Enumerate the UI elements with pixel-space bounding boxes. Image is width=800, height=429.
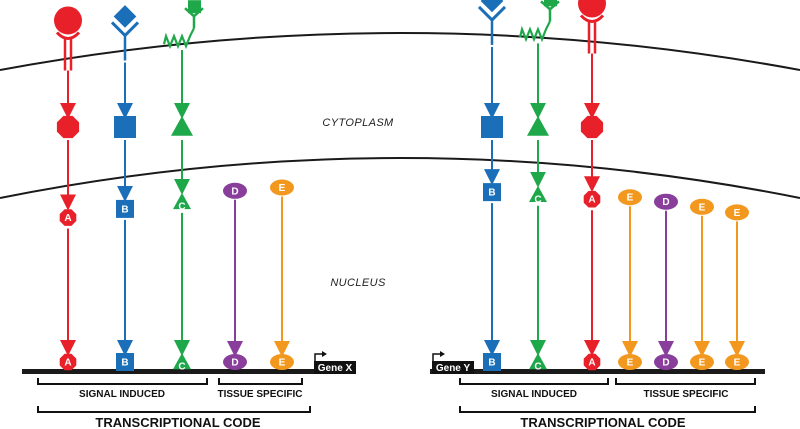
cytoplasm-factor-B-panel-1 xyxy=(114,116,136,138)
dna-bound-tissue-factor-E-4-panel-2: E xyxy=(725,354,749,370)
dna-strand-right xyxy=(430,369,765,374)
factor-E-letter: E xyxy=(279,358,286,369)
receptor-A-panel-1 xyxy=(54,6,82,71)
factor-A-letter: A xyxy=(588,195,595,206)
bracket-signal-induced-right xyxy=(459,378,609,385)
tissue-factor-E-2-panel-1: E xyxy=(270,179,294,196)
factor-B-letter: B xyxy=(488,358,495,369)
factor-E-letter: E xyxy=(699,202,706,213)
factor-D-letter: D xyxy=(231,358,238,369)
factor-D-letter: D xyxy=(662,358,669,369)
nucleus-label: NUCLEUS xyxy=(330,277,386,289)
nuclear-factor-C-panel-1: C xyxy=(173,192,191,212)
tissue-specific-label-right: TISSUE SPECIFIC xyxy=(643,389,728,400)
factor-E-letter: E xyxy=(627,193,634,204)
receptor-C-panel-1 xyxy=(162,0,204,50)
bracket-signal-induced-left xyxy=(37,378,208,385)
nuclear-factor-A-panel-1: A xyxy=(59,209,77,226)
gene-y-marker: Gene Y xyxy=(432,351,474,374)
receptor-B-panel-2 xyxy=(477,0,507,45)
factor-E-letter: E xyxy=(734,208,741,219)
nuclear-membrane xyxy=(0,157,800,199)
dna-bound-tissue-factor-D-1-panel-1: D xyxy=(223,354,247,370)
tissue-factor-E-1-panel-2: E xyxy=(618,189,642,206)
cytoplasm-factor-B-panel-2 xyxy=(481,116,503,138)
factor-C-letter: C xyxy=(178,201,185,212)
factor-D-letter: D xyxy=(662,197,669,208)
factor-E-letter: E xyxy=(734,358,741,369)
dna-bound-tissue-factor-E-2-panel-1: E xyxy=(270,354,294,370)
tissue-factor-D-1-panel-1: D xyxy=(223,182,247,199)
dna-bound-tissue-factor-E-1-panel-2: E xyxy=(618,354,642,370)
factor-C-letter: C xyxy=(534,194,541,205)
dna-bound-factor-B-panel-1: B xyxy=(116,353,134,371)
svg-text:Gene X: Gene X xyxy=(318,363,353,374)
factor-E-letter: E xyxy=(627,358,634,369)
factor-A-letter: A xyxy=(64,213,71,224)
bracket-transcriptional-code-left xyxy=(37,406,311,413)
nuclear-factor-B-panel-2: B xyxy=(483,183,501,202)
signaling-pathways: A A B B C C D D E E B B C C A A E E D D E E E E xyxy=(54,0,749,373)
bracket-tissue-specific-right xyxy=(615,378,756,385)
cytoplasm-factor-C-panel-2 xyxy=(527,116,549,136)
cytoplasm-factor-C-panel-1 xyxy=(171,116,193,136)
tissue-specific-label-left: TISSUE SPECIFIC xyxy=(217,389,302,400)
factor-B-letter: B xyxy=(121,204,128,215)
dna-bound-tissue-factor-E-3-panel-2: E xyxy=(690,354,714,370)
bracket-transcriptional-code-right xyxy=(459,406,756,413)
factor-C-letter: C xyxy=(534,362,541,373)
factor-D-letter: D xyxy=(231,186,238,197)
nuclear-factor-A-panel-2: A xyxy=(583,190,601,208)
cytoplasm-label: CYTOPLASM xyxy=(322,117,394,129)
svg-text:Gene Y: Gene Y xyxy=(436,363,471,374)
dna-bound-tissue-factor-D-2-panel-2: D xyxy=(654,354,678,370)
nuclear-factor-C-panel-2: C xyxy=(529,185,547,205)
gene-x-marker: Gene X xyxy=(314,351,356,374)
dna-bound-factor-C-panel-2: C xyxy=(529,353,547,373)
dna-bound-factor-C-panel-1: C xyxy=(173,353,191,373)
tissue-factor-E-3-panel-2: E xyxy=(690,198,714,215)
dna-bound-factor-A-panel-1: A xyxy=(59,353,77,371)
factor-B-letter: B xyxy=(121,358,128,369)
cytoplasm-factor-A-panel-1 xyxy=(56,115,80,139)
dna-bound-factor-A-panel-2: A xyxy=(583,353,601,371)
tissue-factor-D-2-panel-2: D xyxy=(654,193,678,210)
transcriptional-code-label-right: TRANSCRIPTIONAL CODE xyxy=(520,415,685,429)
plasma-membrane xyxy=(0,32,800,71)
factor-B-letter: B xyxy=(488,188,495,199)
signal-induced-label-right: SIGNAL INDUCED xyxy=(491,389,577,400)
transcriptional-code-label-left: TRANSCRIPTIONAL CODE xyxy=(95,415,260,429)
dna-bound-factor-B-panel-2: B xyxy=(483,353,501,371)
receptor-C-panel-2 xyxy=(518,0,560,43)
factor-C-letter: C xyxy=(178,362,185,373)
dna-strand-left xyxy=(22,369,356,374)
signal-induced-label-left: SIGNAL INDUCED xyxy=(79,389,165,400)
factor-A-letter: A xyxy=(64,358,71,369)
receptor-A-panel-2 xyxy=(578,0,606,54)
tissue-factor-E-4-panel-2: E xyxy=(725,204,749,221)
cytoplasm-factor-A-panel-2 xyxy=(580,115,604,139)
factor-E-letter: E xyxy=(699,358,706,369)
factor-E-letter: E xyxy=(279,183,286,194)
nuclear-factor-B-panel-1: B xyxy=(116,199,134,218)
factor-A-letter: A xyxy=(588,358,595,369)
bracket-tissue-specific-left xyxy=(218,378,303,385)
